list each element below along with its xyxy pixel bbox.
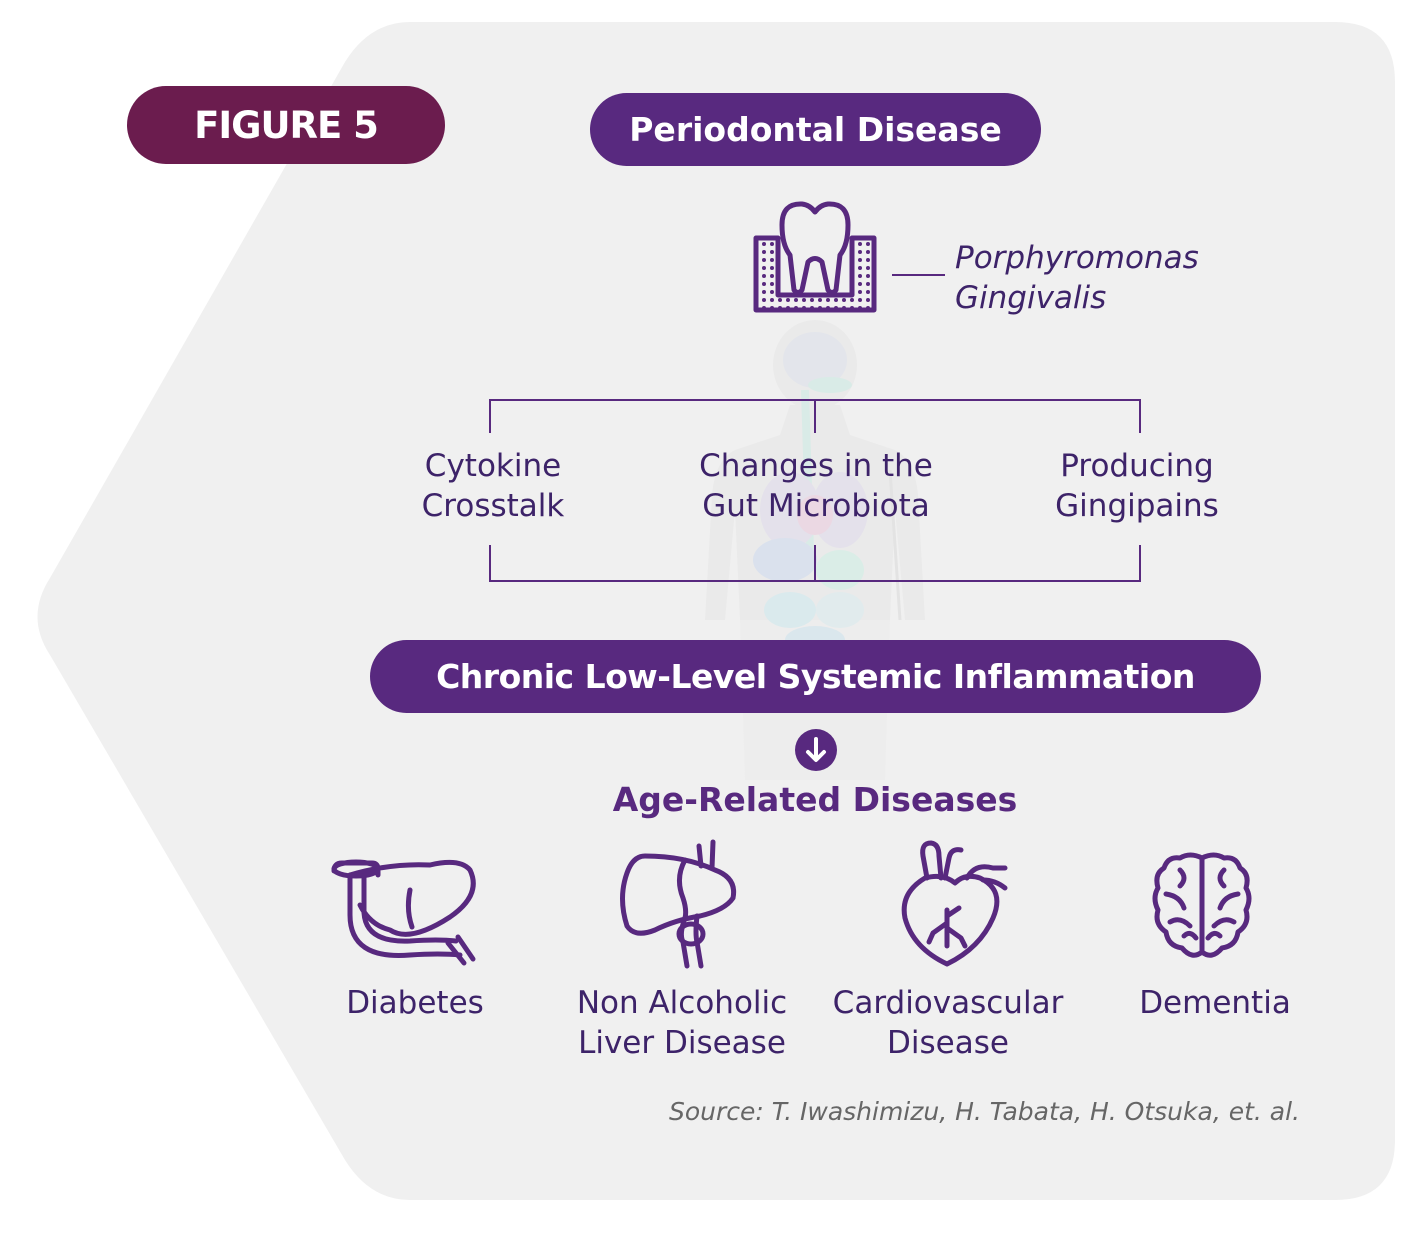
inflammation-banner: Chronic Low-Level Systemic Inflammation [370,640,1261,713]
arrow-down-icon [795,729,837,771]
source-citation: Source: T. Iwashimizu, H. Tabata, H. Ots… [669,1097,1300,1126]
disease-cardio-label-line2: Disease [887,1025,1009,1061]
mechanism-cytokine-line2: Crosstalk [421,488,565,524]
mechanism-cytokine-line1: Cytokine [424,448,562,484]
pathogen-name-line2: Gingivalis [955,280,1107,316]
brain-icon [1152,852,1252,958]
disease-liver-label-line1: Non Alcoholic [576,985,788,1021]
disease-cardio-label-line1: Cardiovascular [832,985,1064,1021]
figure-label: FIGURE 5 [127,86,445,164]
tooth-icon [753,201,877,313]
pathogen-connector [892,274,945,276]
mechanism-gut-line1: Changes in the [699,448,933,484]
mechanism-gut-line2: Gut Microbiota [702,488,930,524]
disease-dementia-label: Dementia [1139,985,1291,1021]
disease-liver-label-line2: Liver Disease [578,1025,786,1061]
pancreas-icon [331,859,476,966]
liver-icon [620,839,737,969]
disease-diabetes-label: Diabetes [346,985,484,1021]
age-related-heading: Age-Related Diseases [612,780,1018,819]
mechanism-bracket [489,399,1141,582]
heart-icon [901,840,1008,967]
mechanism-gingipains-line2: Gingipains [1055,488,1219,524]
diagram-title: Periodontal Disease [590,93,1041,166]
pathogen-name-line1: Porphyromonas [955,240,1199,276]
mechanism-gingipains-line1: Producing [1060,448,1214,484]
